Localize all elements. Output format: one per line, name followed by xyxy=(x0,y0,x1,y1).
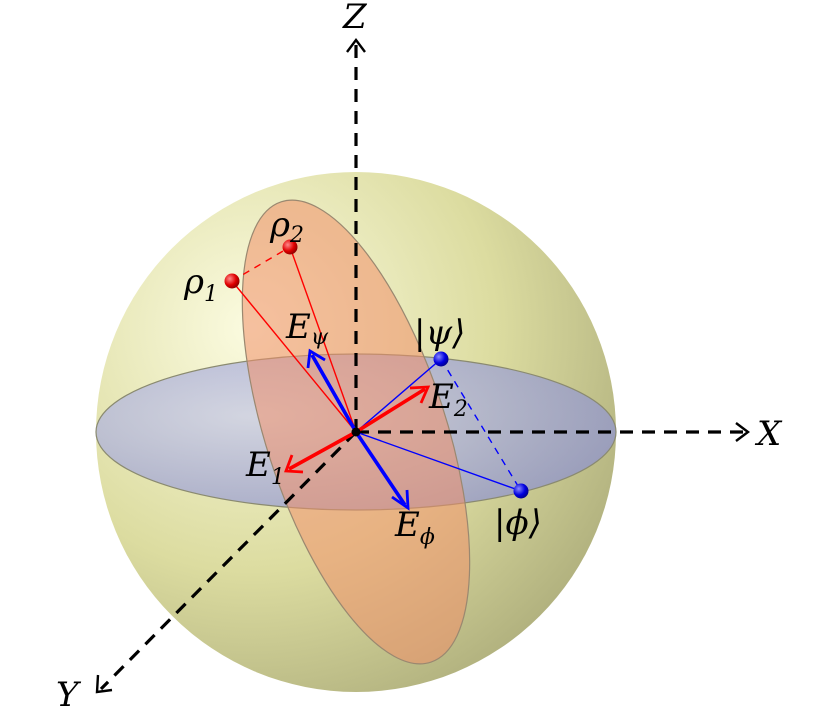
origin-point xyxy=(351,427,361,437)
y-axis-arrowhead xyxy=(95,674,113,694)
e1-vector xyxy=(288,430,357,471)
phi-line xyxy=(355,431,522,492)
e-psi-label: Eψ xyxy=(285,307,329,350)
e2-label: E2 xyxy=(428,377,468,422)
y-axis xyxy=(99,430,358,691)
rho1-point xyxy=(224,273,240,289)
rho1-label: ρ1 xyxy=(183,262,218,307)
y-axis-label: Y xyxy=(56,675,82,715)
e1-label: E1 xyxy=(245,445,285,490)
rho2-line xyxy=(289,246,357,433)
x-axis-arrowhead xyxy=(735,422,750,442)
phi-point xyxy=(513,483,529,499)
psi-label: |ψ⟩ xyxy=(414,313,465,353)
e2-arrowhead xyxy=(409,385,431,404)
e2-vector xyxy=(355,387,426,434)
rho1-line xyxy=(231,280,357,433)
phi-label: |ϕ⟩ xyxy=(494,503,542,543)
rho1-rho2-dashed xyxy=(231,246,291,282)
e-psi-arrowhead xyxy=(306,348,326,369)
x-axis-label: X xyxy=(754,414,783,454)
z-axis-label: Z xyxy=(342,0,368,37)
e1-arrowhead xyxy=(284,454,304,474)
psi-point xyxy=(433,351,449,367)
e-phi-vector xyxy=(354,430,407,507)
z-axis-arrowhead xyxy=(346,38,366,53)
rho2-label: ρ2 xyxy=(269,205,304,248)
e-phi-label: Eϕ xyxy=(394,505,435,550)
rho2-point xyxy=(282,239,298,255)
e-psi-vector xyxy=(310,354,358,433)
psi-line xyxy=(355,358,442,433)
e-phi-arrowhead xyxy=(391,489,410,511)
